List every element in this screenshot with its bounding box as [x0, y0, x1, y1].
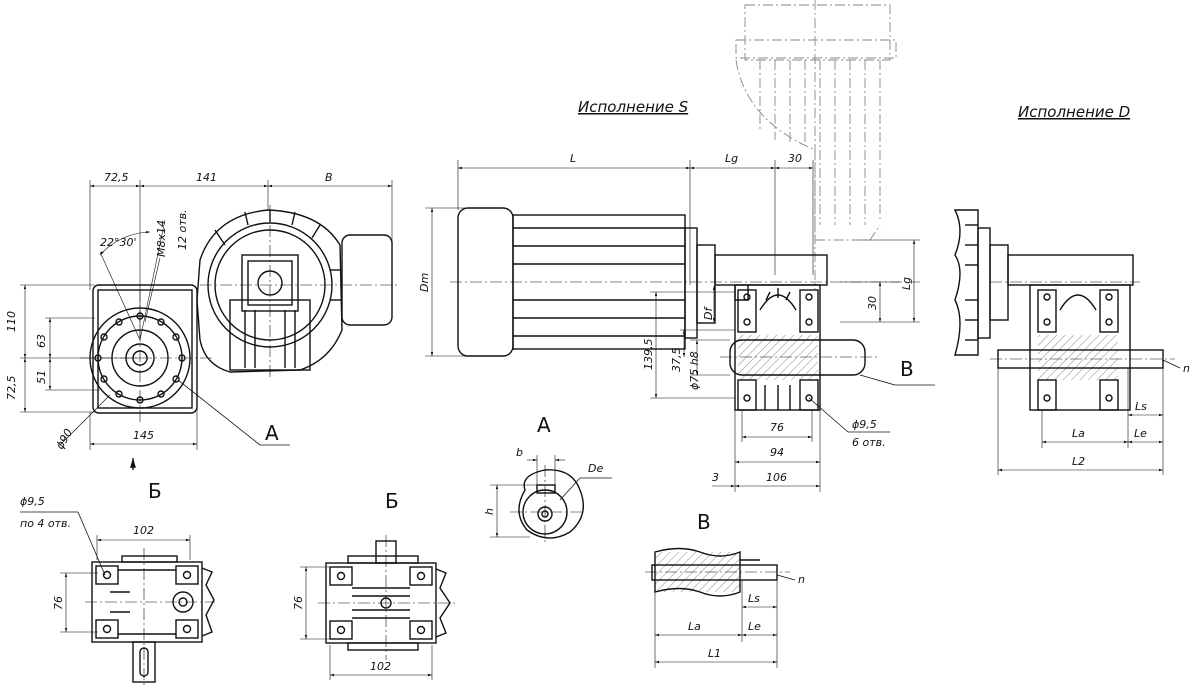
dim-ls-d: Ls: [1135, 400, 1147, 413]
dim-le-d: Le: [1134, 427, 1147, 440]
dim-de: De: [588, 462, 603, 475]
dim-30-right: 30: [866, 296, 879, 310]
dim-b: B: [325, 171, 333, 184]
dim-n-d: n: [1183, 362, 1190, 375]
dim-la-d: La: [1072, 427, 1085, 440]
dim-3: 3: [712, 471, 719, 484]
dim-lg-right: Lg: [900, 277, 913, 290]
dim-51: 51: [35, 370, 48, 384]
dim-l2: L2: [1072, 455, 1085, 468]
dim-139-5: 139,5: [642, 339, 655, 371]
dim-thread: M8x14: [155, 220, 168, 257]
dim-ls-v: Ls: [748, 592, 760, 605]
dim-phi9-5-side: ϕ9,5: [852, 418, 877, 431]
execution-s-title: Исполнение S: [578, 98, 689, 116]
view-v-title: В: [697, 510, 711, 534]
dim-37-5: 37,5: [670, 348, 683, 373]
dim-106: 106: [766, 471, 787, 484]
bottom-mid-view: Б Б 76 102: [292, 489, 455, 680]
dim-102-bm: 102: [370, 660, 391, 673]
section-a: b De h: [483, 446, 612, 545]
view-v-detail: n Ls La Le L1: [645, 547, 805, 668]
dim-6-holes: 6 отв.: [852, 436, 886, 449]
dim-phi90: ϕ90: [53, 427, 75, 452]
view-b-mid-label: Б: [385, 489, 399, 513]
execution-d-title: Исполнение D: [1018, 103, 1130, 121]
view-v-leader-label: В: [900, 357, 914, 381]
dim-76-bl: 76: [52, 596, 65, 610]
section-a-title: А: [537, 413, 551, 437]
dim-102-bl: 102: [133, 524, 154, 537]
dim-94: 94: [770, 446, 784, 459]
dim-phi75: ϕ75 h8: [688, 351, 701, 390]
bolt-holes: [94, 312, 186, 404]
dim-lg-top: Lg: [725, 152, 738, 165]
dim-le-v: Le: [748, 620, 761, 633]
dim-30-top: 30: [788, 152, 802, 165]
dim-l1: L1: [708, 647, 721, 660]
dim-72-5-top: 72,5: [104, 171, 129, 184]
dim-72-5-side: 72,5: [5, 376, 18, 401]
bottom-left-view: ϕ9,5 по 4 отв. 102 76: [20, 495, 215, 688]
execution-d-view: n Ls La Le L2: [953, 209, 1190, 475]
dim-76-bm: 76: [292, 596, 305, 610]
dim-df: Df: [702, 306, 715, 320]
dim-63: 63: [35, 334, 48, 348]
dim-phi9-5-bl: ϕ9,5: [20, 495, 45, 508]
dim-76-side: 76: [770, 421, 784, 434]
dim-l: L: [570, 152, 576, 165]
view-a-label: А: [265, 421, 279, 445]
execution-s-view: L Lg 30 Dm: [418, 0, 935, 492]
dim-la-v: La: [688, 620, 701, 633]
dim-110: 110: [5, 311, 18, 332]
dim-h: h: [483, 508, 496, 515]
dim-b-key: b: [516, 446, 523, 459]
dim-n-v: n: [798, 573, 805, 586]
dim-angle: 22°30': [100, 236, 137, 249]
dim-141: 141: [196, 171, 217, 184]
dim-dm: Dm: [418, 273, 431, 292]
dim-4-holes: по 4 отв.: [20, 517, 71, 530]
view-b-arrow-label: Б: [148, 479, 162, 503]
front-view: 72,5 141 B 22°30' M8x14 12 отв. 110 63 5…: [5, 171, 400, 503]
dim-holes-12: 12 отв.: [176, 209, 189, 250]
dim-145: 145: [133, 429, 154, 442]
phantom-motor: [735, 0, 897, 290]
